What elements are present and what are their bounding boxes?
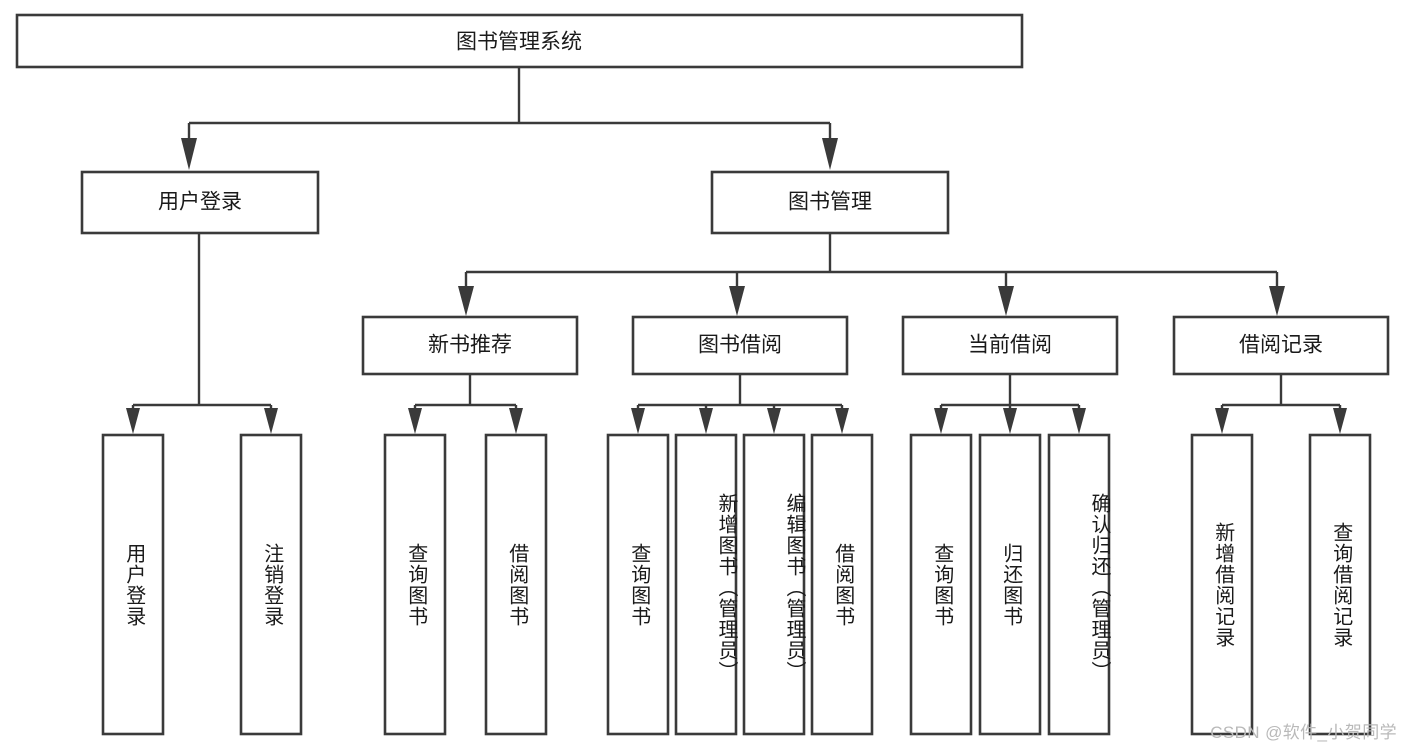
csdn-watermark: CSDN @软件_小贺同学: [1210, 723, 1397, 742]
node-leaf-borrow-add-book-box[interactable]: [674, 433, 738, 736]
node-leaf-user-logout-box[interactable]: [239, 433, 303, 736]
node-book-manage-label: 图书管理: [788, 191, 872, 214]
arrowhead-leaf-rec-query-record: [1333, 408, 1347, 434]
node-leaf-cur-return-book-box[interactable]: [978, 433, 1042, 736]
node-new-book-rec[interactable]: 新书推荐: [361, 315, 579, 376]
node-book-borrow[interactable]: 图书借阅: [631, 315, 849, 376]
arrowhead-leaf-cur-return-book: [1003, 408, 1017, 434]
node-user-login-box[interactable]: [80, 170, 320, 235]
node-leaf-cur-query-book-box[interactable]: [909, 433, 973, 736]
arrowhead-user-login: [181, 138, 197, 170]
arrowhead-current-borrow: [998, 286, 1014, 316]
arrowhead-book-manage: [822, 138, 838, 170]
node-borrow-record-box[interactable]: [1172, 315, 1390, 376]
arrowhead-new-book-rec: [458, 286, 474, 316]
arrowhead-book-borrow: [729, 286, 745, 316]
arrowhead-leaf-cur-confirm-return: [1072, 408, 1086, 434]
node-current-borrow-box[interactable]: [901, 315, 1119, 376]
node-current-borrow-label: 当前借阅: [968, 334, 1052, 357]
arrowhead-leaf-user-login: [126, 408, 140, 434]
node-new-book-rec-label: 新书推荐: [428, 334, 512, 357]
arrowhead-borrow-record: [1269, 286, 1285, 316]
node-book-manage[interactable]: 图书管理: [710, 170, 950, 235]
node-root-label: 图书管理系统: [456, 31, 582, 54]
node-leaf-borrow-edit-book-box[interactable]: [742, 433, 806, 736]
node-book-borrow-box[interactable]: [631, 315, 849, 376]
arrowhead-leaf-rec-add-record: [1215, 408, 1229, 434]
node-leaf-rec-query-book-box[interactable]: [383, 433, 447, 736]
node-user-login-label: 用户登录: [158, 191, 242, 214]
arrowhead-leaf-rec-query-book: [408, 408, 422, 434]
node-borrow-record[interactable]: 借阅记录: [1172, 315, 1390, 376]
node-leaf-user-login-box[interactable]: [101, 433, 165, 736]
node-root-box[interactable]: [15, 13, 1024, 69]
arrowhead-leaf-borrow-add-book: [699, 408, 713, 434]
arrowhead-leaf-borrow-edit-book: [767, 408, 781, 434]
node-leaf-rec-query-record-box[interactable]: [1308, 433, 1372, 736]
node-root[interactable]: 图书管理系统: [15, 13, 1024, 69]
node-book-borrow-label: 图书借阅: [698, 334, 782, 357]
node-user-login[interactable]: 用户登录: [80, 170, 320, 235]
node-leaf-borrow-query-book-box[interactable]: [606, 433, 670, 736]
connectors-layer: [126, 67, 1347, 434]
node-leaf-borrow-borrow-book-box[interactable]: [810, 433, 874, 736]
arrowhead-leaf-user-logout: [264, 408, 278, 434]
node-borrow-record-label: 借阅记录: [1239, 334, 1323, 357]
node-current-borrow[interactable]: 当前借阅: [901, 315, 1119, 376]
leaf-boxes-layer: [101, 433, 1372, 736]
arrowhead-leaf-borrow-query-book: [631, 408, 645, 434]
arrowhead-leaf-borrow-borrow-book: [835, 408, 849, 434]
node-leaf-rec-add-record-box[interactable]: [1190, 433, 1254, 736]
node-leaf-cur-confirm-return-box[interactable]: [1047, 433, 1111, 736]
arrowhead-leaf-rec-borrow-book: [509, 408, 523, 434]
arrowhead-leaf-cur-query-book: [934, 408, 948, 434]
node-new-book-rec-box[interactable]: [361, 315, 579, 376]
node-leaf-rec-borrow-book-box[interactable]: [484, 433, 548, 736]
node-book-manage-box[interactable]: [710, 170, 950, 235]
